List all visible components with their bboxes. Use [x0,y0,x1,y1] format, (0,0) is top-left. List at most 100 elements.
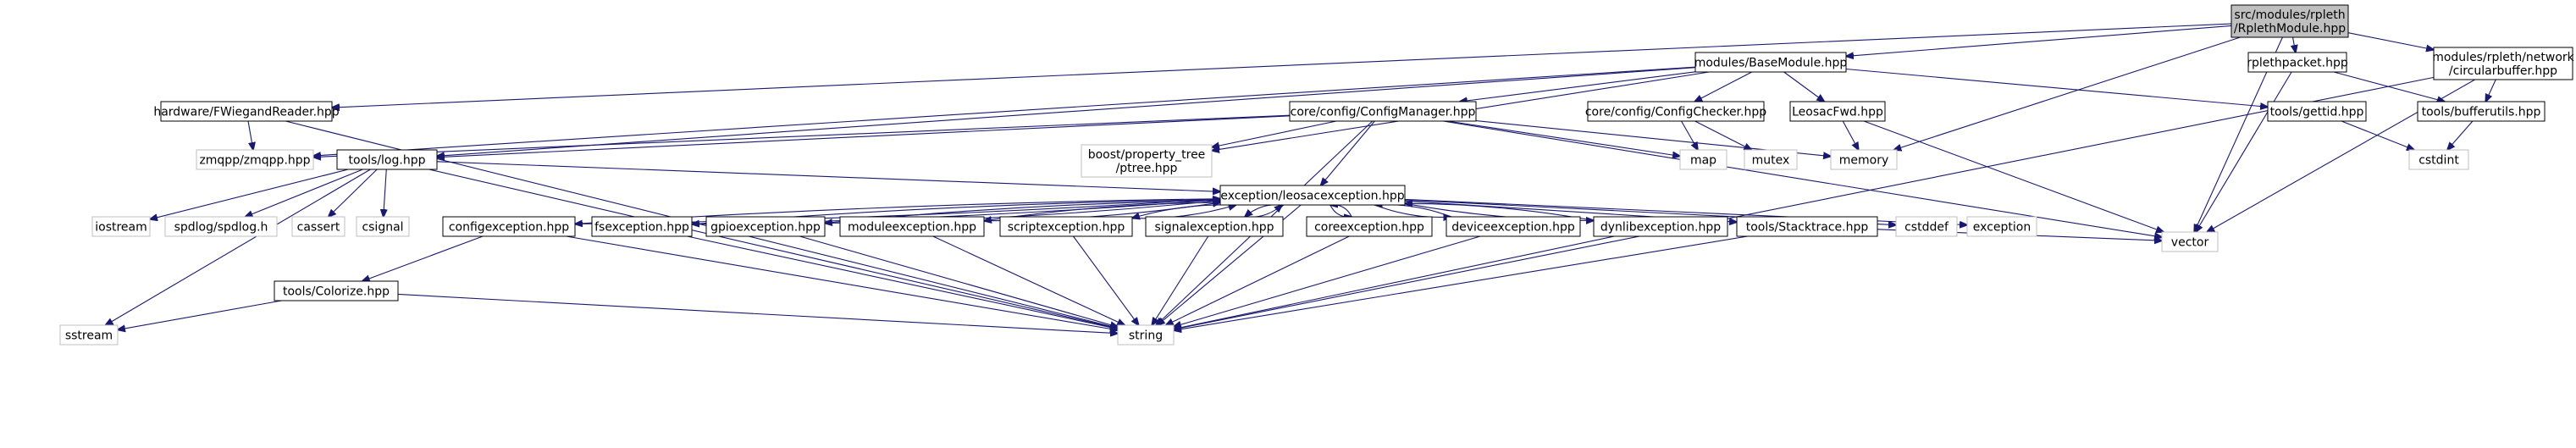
node-box [1744,149,1798,170]
node-box [2417,101,2546,122]
edge-deviceexc-to-string [1174,235,1481,327]
edge-signalexc-to-string [1152,235,1209,325]
node-label: scriptexception.hpp [1008,221,1125,235]
node-circbuf[interactable]: modules/rpleth/network/circularbuffer.hp… [2432,47,2575,80]
node-signalexc[interactable]: signalexception.hpp [1145,216,1284,237]
edge-configexc-to-colorize [362,235,484,281]
nodes-layer: src/modules/rpleth/RplethModule.hpp modul… [59,4,2575,346]
node-label: csignal [362,221,403,235]
node-label: LeosacFwd.hpp [1792,106,1883,119]
node-box [1289,101,1477,122]
node-configchk[interactable]: core/config/ConfigChecker.hpp [1585,101,1766,122]
edge-configmgr-to-vector [1443,120,2162,237]
node-map: map [1679,149,1727,170]
edge-basemodule-to-log [437,67,1696,157]
node-stacktrace[interactable]: tools/Stacktrace.hpp [1736,216,1878,237]
node-label: tools/bufferutils.hpp [2422,106,2541,119]
edge-fwiegand-to-zmqpp [247,120,253,150]
node-label: exception [1973,221,2031,235]
node-cstdint: cstdint [2408,149,2469,170]
edge-basemodule-to-configmgr [1460,71,1696,102]
node-boostpt: boost/property_tree/ptree.hpp [1081,144,1213,178]
node-label: tools/Colorize.hpp [283,285,390,299]
node-box [1587,101,1765,122]
node-moduleexc[interactable]: moduleexception.hpp [839,216,985,237]
node-label: /ptree.hpp [1116,162,1178,175]
node-configexc[interactable]: configexception.hpp [442,216,576,237]
node-leosacexc[interactable]: exception/leosacexception.hpp [1219,185,1406,206]
node-box [59,324,119,346]
node-box [2247,52,2347,73]
node-label: string [1129,329,1163,343]
node-gpioexc[interactable]: gpioexception.hpp [705,216,826,237]
node-configmgr[interactable]: core/config/ConfigManager.hpp [1289,101,1477,122]
edge-coreexc-to-leosacexc [1330,205,1352,218]
node-colorize[interactable]: tools/Colorize.hpp [274,280,399,301]
node-label: fsexception.hpp [594,221,689,235]
node-bufferutils[interactable]: tools/bufferutils.hpp [2417,101,2546,122]
node-fsexc[interactable]: fsexception.hpp [591,216,693,237]
node-label: cstdint [2418,154,2459,168]
node-fwiegand[interactable]: hardware/FWiegandReader.hpp [153,101,340,122]
edge-coreexc-to-string [1166,235,1350,325]
node-label: modules/BaseModule.hpp [1694,57,1848,70]
node-log[interactable]: tools/log.hpp [336,149,438,170]
edge-bufferutils-to-cstdint [2447,120,2474,150]
edge-leosacfwd-to-vector [1863,120,2164,232]
node-box [291,216,345,237]
node-label: map [1690,154,1716,168]
node-label: signalexception.hpp [1155,221,1274,235]
node-box [2408,149,2469,170]
node-sstream: sstream [59,324,119,346]
node-label: hardware/FWiegandReader.hpp [153,106,339,119]
node-box [2231,4,2349,38]
node-zmqpp: zmqpp/zmqpp.hpp [196,149,314,170]
node-gettid[interactable]: tools/gettid.hpp [2267,101,2367,122]
node-scriptexc[interactable]: scriptexception.hpp [999,216,1133,237]
node-box [1694,52,1847,73]
node-label: core/config/ConfigManager.hpp [1291,106,1476,119]
node-basemodule[interactable]: modules/BaseModule.hpp [1694,52,1848,73]
edge-configmgr-to-zmqpp [313,114,1291,157]
edge-log-to-sstream [106,169,371,325]
edge-dynlibexc-to-string [1174,235,1615,329]
node-box [1789,101,1886,122]
node-box [839,216,985,237]
node-box [196,149,314,170]
edge-log-to-iostream [150,169,349,219]
node-label: rplethpacket.hpp [2247,57,2348,70]
node-label: moduleexception.hpp [848,221,976,235]
node-box [356,216,410,237]
edge-basemodule-to-leosacfwd [1783,71,1825,102]
node-dynlibexc[interactable]: dynlibexception.hpp [1593,216,1728,237]
node-box [442,216,576,237]
node-box [1966,216,2037,237]
node-string: string [1117,324,1175,346]
node-label: src/modules/rpleth [2234,8,2345,22]
node-box [1446,216,1581,237]
edge-fsexc-to-string [687,235,1118,329]
edge-moduleexc-to-string [932,235,1125,325]
node-label: tools/log.hpp [349,154,426,168]
edge-configmgr-to-leosacexc [1321,120,1375,185]
node-leosacfwd[interactable]: LeosacFwd.hpp [1789,101,1886,122]
node-label: coreexception.hpp [1314,221,1424,235]
node-label: iostream [95,221,147,235]
node-box [2433,47,2573,80]
node-coreexc[interactable]: coreexception.hpp [1306,216,1433,237]
edges-layer [106,23,2496,334]
node-box [1830,149,1898,170]
edge-circbuf-to-string [1174,76,2435,329]
node-box [336,149,438,170]
node-rplethpacket[interactable]: rplethpacket.hpp [2247,52,2348,73]
node-box [999,216,1133,237]
edge-configmgr-to-log [437,115,1291,158]
node-root[interactable]: src/modules/rpleth/RplethModule.hpp [2231,4,2349,38]
node-deviceexc[interactable]: deviceexception.hpp [1446,216,1581,237]
edge-gpioexc-to-string [799,235,1118,327]
edge-circbuf-to-bufferutils [2485,79,2496,102]
node-box [1736,216,1878,237]
node-label: mutex [1752,154,1790,168]
node-box [91,216,151,237]
node-box [1117,324,1175,346]
